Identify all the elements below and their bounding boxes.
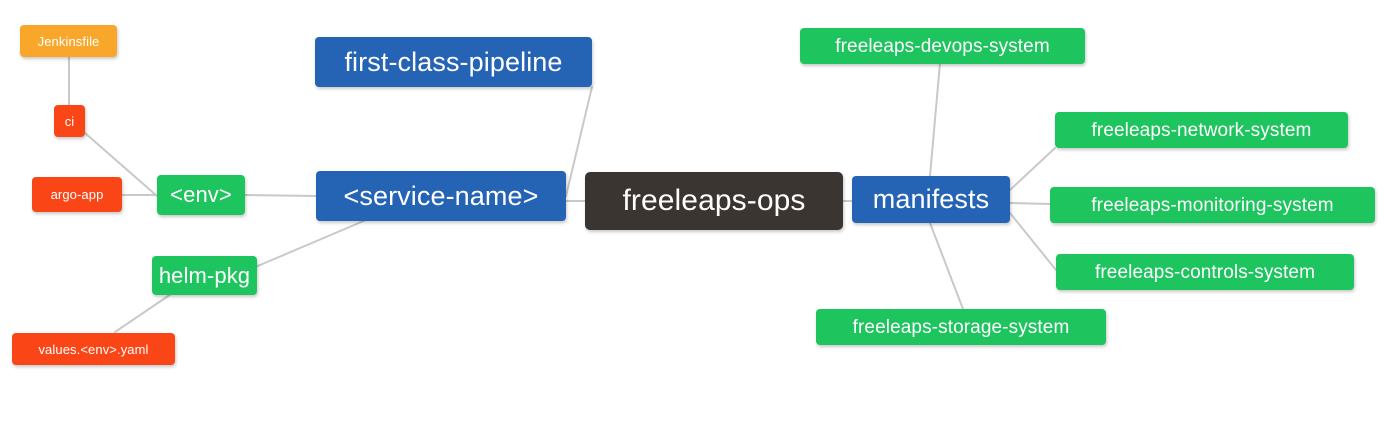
edge-helmpkg-values xyxy=(114,291,175,333)
node-helm-pkg[interactable]: helm-pkg xyxy=(152,256,257,295)
edge-manifests-network xyxy=(1009,147,1056,191)
edge-manifests-devops xyxy=(929,62,941,177)
node-values-env-yaml[interactable]: values.<env>.yaml xyxy=(12,333,175,365)
edge-manifests-monitoring xyxy=(1009,202,1051,205)
node-freeleaps-devops-system[interactable]: freeleaps-devops-system xyxy=(800,28,1085,64)
edge-service-helmpkg xyxy=(252,219,367,269)
node-ci[interactable]: ci xyxy=(54,105,85,137)
node-freeleaps-storage-system[interactable]: freeleaps-storage-system xyxy=(816,309,1106,345)
node-argo-app[interactable]: argo-app xyxy=(32,177,122,212)
node-env[interactable]: <env> xyxy=(157,175,245,215)
node-freeleaps-network-system[interactable]: freeleaps-network-system xyxy=(1055,112,1348,148)
edge-manifests-storage xyxy=(929,222,964,310)
node-service-name[interactable]: <service-name> xyxy=(316,171,566,221)
edge-env-service xyxy=(244,194,317,197)
node-freeleaps-controls-system[interactable]: freeleaps-controls-system xyxy=(1056,254,1354,290)
node-manifests[interactable]: manifests xyxy=(852,176,1010,223)
node-first-class-pipeline[interactable]: first-class-pipeline xyxy=(315,37,592,87)
edge-manifests-controls xyxy=(1009,212,1057,271)
node-freeleaps-monitoring-system[interactable]: freeleaps-monitoring-system xyxy=(1050,187,1375,223)
node-freeleaps-ops[interactable]: freeleaps-ops xyxy=(585,172,843,230)
node-jenkinsfile[interactable]: Jenkinsfile xyxy=(20,25,117,57)
